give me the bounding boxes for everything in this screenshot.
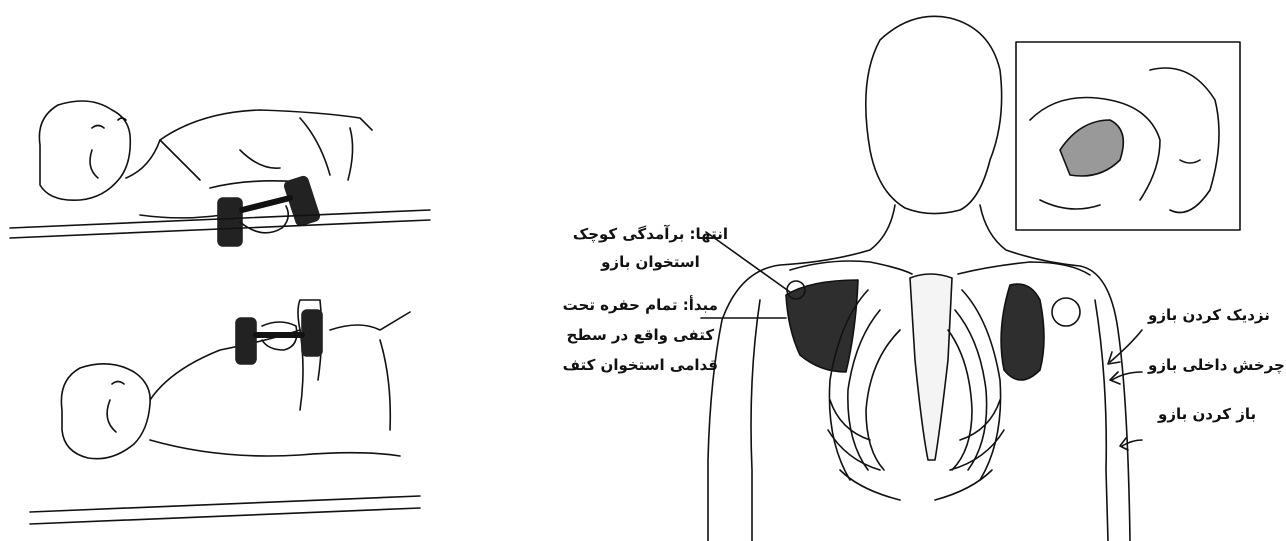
dumbbell-icon [218,175,321,246]
subscapularis-muscle-right [1001,284,1044,380]
insertion-label-line2: استخوان بازو [573,253,728,271]
arrow-icon [1108,330,1142,364]
arrow-icon [1110,372,1142,384]
exercise-figure-raised-position [30,300,420,524]
subscapularis-muscle-left [786,280,858,372]
dumbbell-icon [236,310,322,364]
insertion-label: انتها: برآمدگی کوچک استخوان بازو [573,225,728,271]
arrow-icon [1120,438,1142,450]
torso-anatomy-figure [708,16,1142,541]
action-adduction-label: نزدیک کردن بازو [1148,306,1270,324]
action-extension-label: باز کردن بازو [1158,405,1256,423]
action-internal-rotation-label: چرخش داخلی بازو [1148,356,1285,374]
insertion-label-line1: انتها: برآمدگی کوچک [573,225,728,243]
origin-label-line2: کتفی واقع در سطح [563,326,718,344]
exercise-figure-start-position [10,101,430,246]
origin-label-line1: مبدأ: تمام حفره تحت [563,296,718,314]
origin-label: مبدأ: تمام حفره تحت کتفی واقع در سطح قدا… [563,296,718,374]
inset-shoulder-detail [1016,42,1240,230]
origin-label-line3: قدامی استخوان کتف [563,356,718,374]
